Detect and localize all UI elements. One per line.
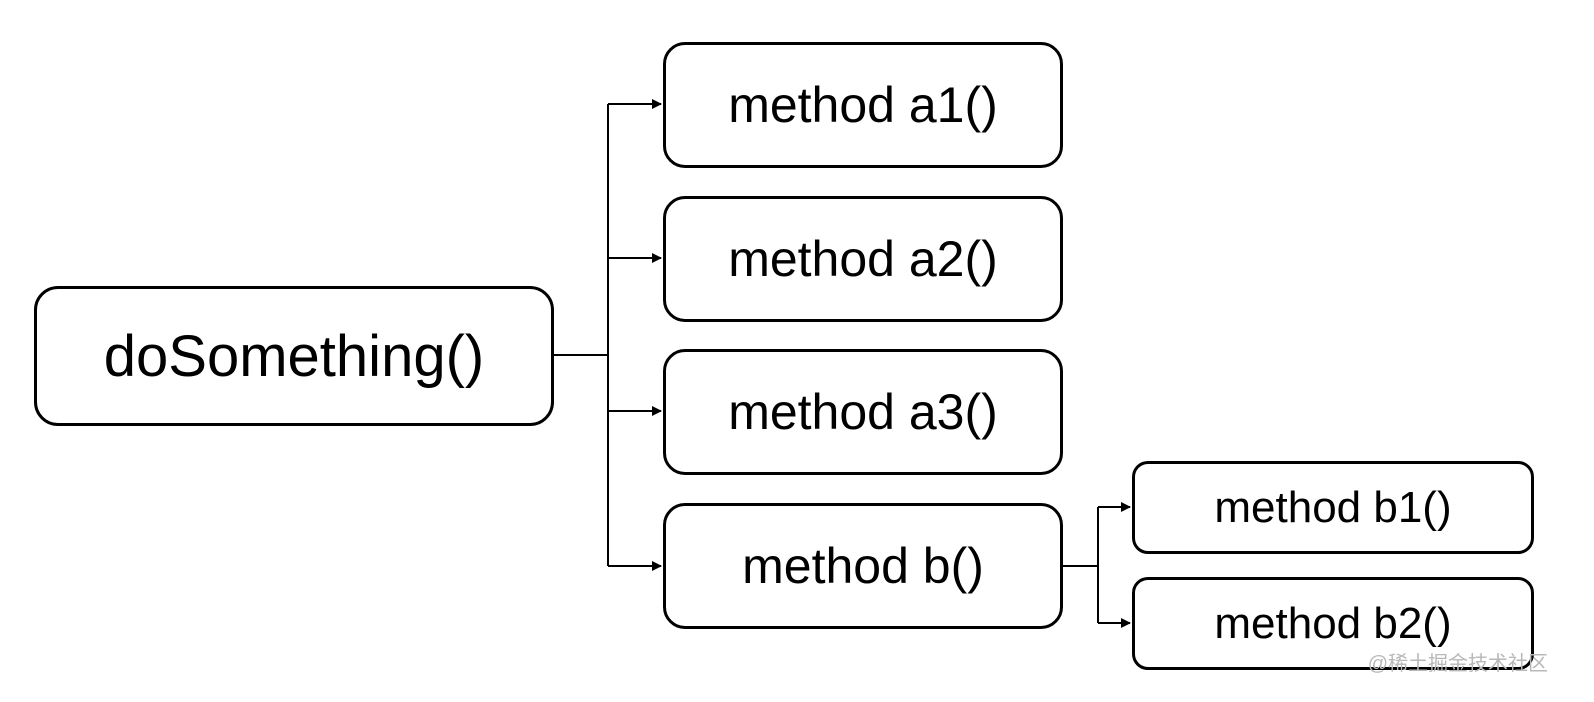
node-method-b: method b() xyxy=(663,503,1063,629)
node-method-b1-label: method b1() xyxy=(1214,482,1452,532)
node-method-a2-label: method a2() xyxy=(728,231,998,287)
node-dosomething: doSomething() xyxy=(34,286,554,426)
node-method-a1-label: method a1() xyxy=(728,77,998,133)
node-method-b-label: method b() xyxy=(742,538,984,594)
node-method-a1: method a1() xyxy=(663,42,1063,168)
node-method-b2: method b2() xyxy=(1132,577,1534,670)
node-method-a3-label: method a3() xyxy=(728,384,998,440)
node-method-a3: method a3() xyxy=(663,349,1063,475)
node-method-a2: method a2() xyxy=(663,196,1063,322)
node-method-b2-label: method b2() xyxy=(1214,598,1452,648)
watermark: @稀土掘金技术社区 xyxy=(1367,653,1548,675)
node-dosomething-label: doSomething() xyxy=(103,323,485,389)
node-method-b1: method b1() xyxy=(1132,461,1534,554)
